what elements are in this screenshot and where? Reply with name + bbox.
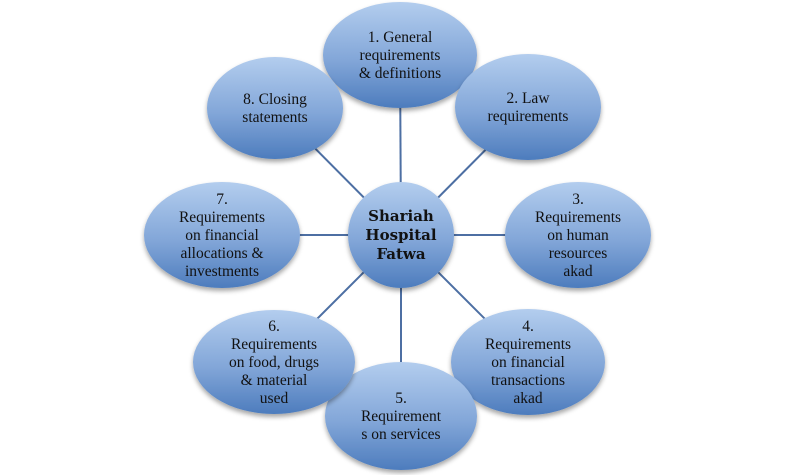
label-line: 1. General	[368, 29, 433, 46]
label-line: Shariah	[368, 207, 434, 225]
label-line: used	[260, 390, 289, 407]
label-line: Requirements	[231, 336, 317, 353]
label-line: 6.	[268, 318, 280, 335]
node-1-ellipse	[323, 2, 477, 108]
node-5-ellipse	[325, 362, 477, 470]
label-line: transactions	[491, 372, 565, 389]
label-line: 4.	[522, 318, 534, 335]
label-line: & material	[241, 372, 308, 389]
label-line: s on services	[361, 426, 440, 443]
label-line: Fatwa	[376, 245, 425, 263]
label-line: on human	[547, 227, 609, 244]
label-line: requirements	[488, 108, 569, 125]
node-7-ellipse	[144, 182, 300, 288]
label-line: on financial	[185, 227, 259, 244]
label-line: 8. Closing	[243, 91, 307, 108]
label-line: & definitions	[359, 65, 441, 82]
label-line: akad	[563, 263, 593, 280]
node-2-ellipse	[455, 54, 601, 160]
node-8-ellipse	[207, 57, 343, 159]
node-6-ellipse	[193, 310, 355, 414]
label-line: akad	[513, 390, 543, 407]
label-line: 7.	[216, 191, 228, 208]
label-line: 2. Law	[506, 90, 550, 107]
label-line: Requirements	[485, 336, 571, 353]
label-line: Requirements	[179, 209, 265, 226]
label-line: requirements	[360, 47, 441, 64]
label-line: Requirement	[361, 408, 442, 425]
node-4-ellipse	[451, 309, 605, 415]
label-line: statements	[242, 109, 307, 126]
label-line: allocations &	[180, 245, 263, 262]
label-line: Requirements	[535, 209, 621, 226]
label-line: 5.	[395, 390, 407, 407]
label-line: on financial	[491, 354, 565, 371]
node-3-ellipse	[505, 182, 651, 288]
label-line: 3.	[572, 191, 584, 208]
label-line: Hospital	[365, 226, 436, 244]
label-line: on food, drugs	[229, 354, 319, 371]
label-line: investments	[185, 263, 259, 280]
label-line: resources	[549, 245, 608, 262]
center-node-ellipse	[348, 182, 454, 288]
